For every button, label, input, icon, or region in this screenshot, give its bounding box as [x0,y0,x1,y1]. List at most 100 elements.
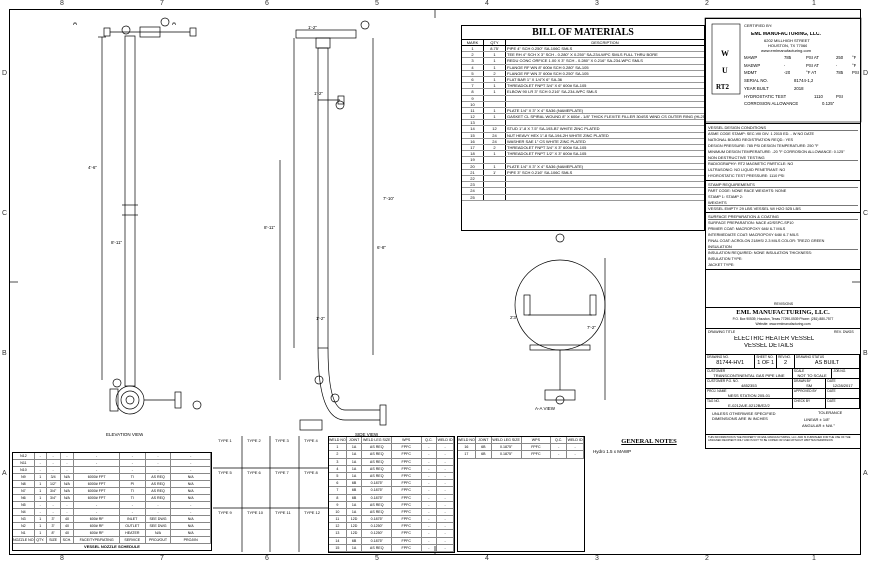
surface-lines-3: FINAL COAT: ACROLON 218HS/ 2-3 MILS COLO… [708,239,825,243]
bom-cell: 22 [462,175,484,182]
weld-cell: 6B [347,487,363,494]
nameplate-mawp-label: MAWP [744,55,758,60]
nameplate-mawp-unit: °F [852,55,857,60]
info-label: DRAWING NO. [707,355,729,359]
weld-cell: - [437,458,454,465]
bom-cell [484,188,506,194]
nozzle-row: N12------- [13,453,211,460]
nozzle-cell: - [74,453,120,459]
weld-header-cell: Q.C. [551,437,568,444]
title-block: CERTIFIED BY: EML MANUFACTURING, LLC. 62… [705,18,861,449]
bom-cell: 2 [484,145,506,151]
nozzle-cell: - [35,509,47,515]
zone-left-3: A [2,470,7,477]
nameplate-corr-label: CORROSION ALLOWANCE [744,101,799,107]
weld-cell: AS REQ [362,544,392,551]
info-label: TAG NO. [707,399,720,403]
bom-row: 10 [462,101,704,108]
nozzle-cell: - [35,502,47,508]
weld-cell: FPFC [392,537,422,544]
weld-cell: 9 [329,501,347,508]
nozzle-cell: N7 [13,488,35,494]
zone-top-6: 2 [705,0,709,7]
nozzle-cell: PI [120,481,146,487]
bom-cell [506,188,704,193]
weld-cell: - [422,516,438,523]
nozzle-cell: - [171,502,211,508]
tolerance-block: UNLESS OTHERWISE SPECIFIED DIMENSIONS AR… [706,408,860,434]
dim-0: 4'-6" [88,165,97,170]
nozzle-cell: N8 [13,481,35,487]
nozzle-cell: 1 [35,530,47,536]
nozzle-cell: N12 [13,453,35,459]
nozzle-cell: - [47,502,61,508]
info-cell: CUSTOMER P.O. NO.4852353 [706,379,793,388]
weld-cell: - [437,530,454,537]
weld-cell: - [437,487,454,494]
bom-cell: 5 [462,70,484,76]
nozzle-row: N4------- [13,509,211,516]
info-label: DATE [827,379,836,383]
nde-lines-1: ULTRASONIC: NO LIQUID PENETRANT: NO [708,168,786,172]
ins-lines-0: INSULATION REQUIRED: NONE INSULATION THI… [708,251,813,255]
insulation-header: INSULATION [708,244,858,250]
stamp-w: W [721,49,729,58]
rev-dwgs-label: REV. DWGS [834,330,854,334]
weld-cell: 6B [476,444,492,451]
bom-cell: 1 [484,76,506,83]
weld-type-label: TYPE 3 [275,438,289,443]
bom-cell: 1 [484,64,506,70]
nozzle-cell: 1 [35,495,47,501]
zone-bottom-6: 2 [705,555,709,562]
nameplate-addr2: HOUSTON, TX 77066 [768,43,808,48]
nozzle-cell: - [74,460,120,466]
revisions-block: REVISIONS [706,269,860,307]
info-label: APPROVED BY [793,389,817,393]
company-address: P.O. Box 90539, Houston, Texas 77290-053… [732,317,834,321]
weld-cell: - [422,465,438,472]
bom-cell [506,120,704,125]
info-label: DATE [827,399,836,403]
nozzle-row: N10------- [13,467,211,474]
nozzle-cell: TI [120,474,146,480]
stamp-requirements-header: STAMP REQUIREMENTS [708,182,858,188]
info-cell: TAG NO.E-0212A/E-0212B/E2/2 [706,399,793,408]
design-conditions-header: VESSEL DESIGN CONDITIONS [708,125,858,131]
info-value: NOT TO SCALE [797,373,827,378]
stamp-lines-0: PART CODE: NONE RACE WEIGHTS: NONE [708,189,787,193]
weld-cell: - [551,451,568,458]
weld-cell: 5 [329,472,347,480]
nozzle-cell: - [61,453,75,459]
weld-header-cell: WELD LEG SIZE [362,437,392,444]
bom-cell: THREADOLET FNPT 3/4" X 3" 600# SA-105 [507,145,587,150]
bom-cell: 2 [484,70,506,76]
info-cell: DATE [826,389,860,398]
weld-cell: - [422,523,438,530]
nozzle-cell: N/A [61,488,75,494]
nozzle-cell: 40 [61,523,75,529]
bom-cell: 1 [484,83,506,89]
bom-cell: 1 [484,89,506,95]
bom-header-mark: MARK [462,40,484,45]
weld-cell: 1A [347,465,363,472]
weld-cell: - [551,444,568,451]
weld-cell: FPFC [392,480,422,487]
dim-3: 7'-10" [383,196,395,201]
nozzle-cell: - [120,460,146,466]
weld-cell: 0.1250" [362,523,392,530]
bom-row: 23 [462,182,704,189]
